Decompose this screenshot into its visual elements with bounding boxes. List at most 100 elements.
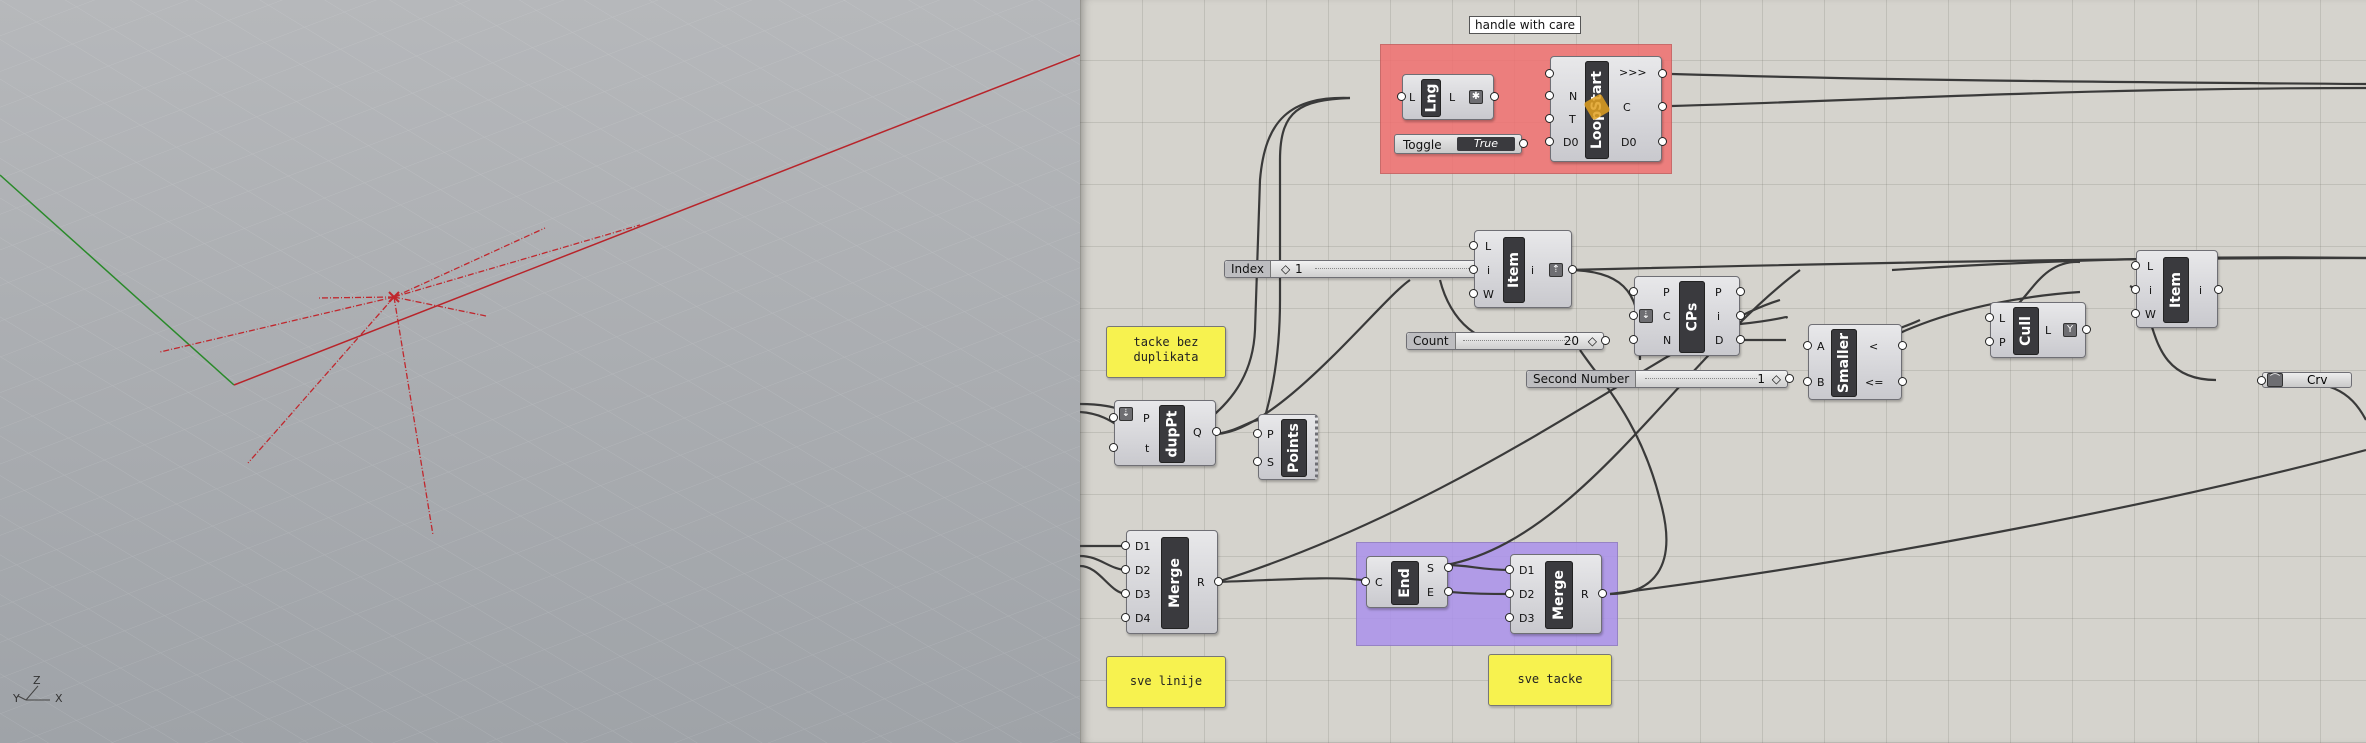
- smaller-than-component[interactable]: A B Smaller < <=: [1803, 324, 1907, 400]
- merge2-grip-in-1[interactable]: [1505, 589, 1514, 598]
- list-item-component-2[interactable]: L i W Item i: [2131, 250, 2223, 328]
- end-points-component[interactable]: C End S E: [1361, 556, 1453, 608]
- merge1-grip-in-0[interactable]: [1121, 541, 1130, 550]
- lng-input-grip[interactable]: [1397, 92, 1406, 101]
- loopstart-grip-in-1[interactable]: [1545, 91, 1554, 100]
- second-number-slider[interactable]: Second Number 1 ◇: [1526, 370, 1794, 388]
- flatten-icon-2[interactable]: ⇣: [1119, 407, 1133, 421]
- count-slider-track[interactable]: [1463, 340, 1573, 342]
- duppt-output-Q: Q: [1193, 426, 1202, 439]
- points-display-component[interactable]: P S Points: [1253, 414, 1318, 480]
- cps-grip-in-1[interactable]: [1629, 311, 1638, 320]
- loop-start-component[interactable]: N T D0 LoopStart >>> C D0: [1545, 56, 1667, 162]
- duppt-grip-in-1[interactable]: [1109, 443, 1118, 452]
- boolean-toggle[interactable]: Toggle True: [1394, 134, 1528, 154]
- item2-grip-in-1[interactable]: [2131, 285, 2140, 294]
- merge2-grip-in-0[interactable]: [1505, 565, 1514, 574]
- panel-tacke-bez-duplikata[interactable]: tacke bez duplikata: [1106, 326, 1226, 378]
- duppt-grip-in-0[interactable]: [1109, 413, 1118, 422]
- points-grip-in-1[interactable]: [1253, 457, 1262, 466]
- closest-points-component[interactable]: ⇣ P C N CPs P i D: [1629, 276, 1745, 356]
- cps-grip-out-0[interactable]: [1736, 287, 1745, 296]
- item1-grip-out[interactable]: [1568, 265, 1577, 274]
- count-slider-label: Count: [1407, 333, 1456, 349]
- list-options-icon[interactable]: ✱: [1469, 90, 1483, 104]
- cps-grip-in-0[interactable]: [1629, 287, 1638, 296]
- wrap-option-icon[interactable]: ⇡: [1549, 263, 1563, 277]
- merge1-input-D3: D3: [1135, 588, 1151, 601]
- list-item-component[interactable]: L i W Item i ⇡: [1469, 230, 1577, 308]
- smaller-grip-out-0[interactable]: [1898, 341, 1907, 350]
- end-grip-out-1[interactable]: [1444, 587, 1453, 596]
- toggle-label: Toggle: [1403, 138, 1442, 152]
- filter-icon[interactable]: Y: [2063, 323, 2077, 337]
- count-slider[interactable]: Count 20 ◇: [1406, 332, 1610, 350]
- selected-curves[interactable]: [159, 224, 641, 536]
- item1-grip-in-1[interactable]: [1469, 265, 1478, 274]
- index-slider-track[interactable]: [1315, 268, 1491, 270]
- loopstart-grip-out-1[interactable]: [1658, 102, 1667, 111]
- construction-grid: [0, 0, 1080, 743]
- duppt-input-t: t: [1145, 442, 1150, 455]
- loopstart-grip-out-0[interactable]: [1658, 69, 1667, 78]
- index-slider-label: Index: [1225, 261, 1272, 277]
- end-grip-out-0[interactable]: [1444, 563, 1453, 572]
- item2-grip-out[interactable]: [2214, 285, 2223, 294]
- points-grip-in-0[interactable]: [1253, 429, 1262, 438]
- selected-point[interactable]: [388, 291, 400, 303]
- merge1-grip-in-2[interactable]: [1121, 589, 1130, 598]
- loopstart-grip-in-3[interactable]: [1545, 137, 1554, 146]
- merge1-grip-in-3[interactable]: [1121, 613, 1130, 622]
- second-number-value-suffix: ◇: [1771, 372, 1781, 386]
- cull-grip-out[interactable]: [2082, 325, 2091, 334]
- merge2-input-D2: D2: [1519, 588, 1535, 601]
- merge1-grip-in-1[interactable]: [1121, 565, 1130, 574]
- item1-input-i: i: [1487, 264, 1491, 277]
- cull-grip-in-0[interactable]: [1985, 313, 1994, 322]
- cps-grip-out-1[interactable]: [1736, 311, 1745, 320]
- toggle-value[interactable]: True: [1457, 137, 1515, 151]
- merge1-name: Merge: [1161, 537, 1189, 629]
- end-grip-in[interactable]: [1361, 577, 1370, 586]
- curve-parameter[interactable]: ⌒ Crv: [2257, 372, 2352, 388]
- item1-grip-in-0[interactable]: [1469, 241, 1478, 250]
- merge-component-2[interactable]: D1 D2 D3 Merge R: [1505, 554, 1607, 634]
- cull-duplicates-component[interactable]: ⇣ P t dupPt Q: [1109, 400, 1221, 466]
- loopstart-grip-out-2[interactable]: [1658, 137, 1667, 146]
- toggle-output-grip[interactable]: [1519, 139, 1528, 148]
- count-slider-value: 20: [1563, 334, 1579, 348]
- rhino-perspective-viewport[interactable]: Z Y X: [0, 0, 1080, 743]
- cps-grip-out-2[interactable]: [1736, 335, 1745, 344]
- cull-pattern-component[interactable]: L P Cull L Y: [1985, 302, 2091, 358]
- duppt-grip-out[interactable]: [1212, 427, 1221, 436]
- list-length-component[interactable]: L Lng L ✱: [1397, 74, 1499, 120]
- count-slider-grip[interactable]: [1601, 336, 1610, 345]
- smaller-grip-in-1[interactable]: [1803, 377, 1812, 386]
- smaller-grip-out-1[interactable]: [1898, 377, 1907, 386]
- loopstart-grip-in-0[interactable]: [1545, 69, 1554, 78]
- merge-component[interactable]: D1 D2 D3 D4 Merge R: [1121, 530, 1223, 634]
- merge2-grip-in-2[interactable]: [1505, 613, 1514, 622]
- second-number-grip[interactable]: [1785, 374, 1794, 383]
- item2-grip-in-0[interactable]: [2131, 261, 2140, 270]
- item2-grip-in-2[interactable]: [2131, 309, 2140, 318]
- panel-sve-linije[interactable]: sve linije: [1106, 656, 1226, 708]
- item1-name: Item: [1503, 237, 1525, 303]
- cull-grip-in-1[interactable]: [1985, 337, 1994, 346]
- grasshopper-canvas[interactable]: handle with care L Lng L ✱ N T D0 LoopSt…: [1080, 0, 2366, 743]
- crv-grip-in[interactable]: [2257, 376, 2266, 385]
- merge2-grip-out[interactable]: [1598, 589, 1607, 598]
- merge1-input-D4: D4: [1135, 612, 1151, 625]
- index-slider[interactable]: Index ◇ 1: [1224, 260, 1512, 278]
- item2-name: Item: [2163, 257, 2189, 323]
- item1-grip-in-2[interactable]: [1469, 289, 1478, 298]
- cps-grip-in-2[interactable]: [1629, 335, 1638, 344]
- loopstart-grip-in-2[interactable]: [1545, 114, 1554, 123]
- panel-sve-tacke[interactable]: sve tacke: [1488, 654, 1612, 706]
- lng-output-grip[interactable]: [1490, 92, 1499, 101]
- cull-output-L: L: [2045, 324, 2052, 337]
- second-number-track[interactable]: [1645, 378, 1757, 380]
- flatten-icon[interactable]: ⇣: [1639, 309, 1653, 323]
- smaller-grip-in-0[interactable]: [1803, 341, 1812, 350]
- merge1-grip-out[interactable]: [1214, 577, 1223, 586]
